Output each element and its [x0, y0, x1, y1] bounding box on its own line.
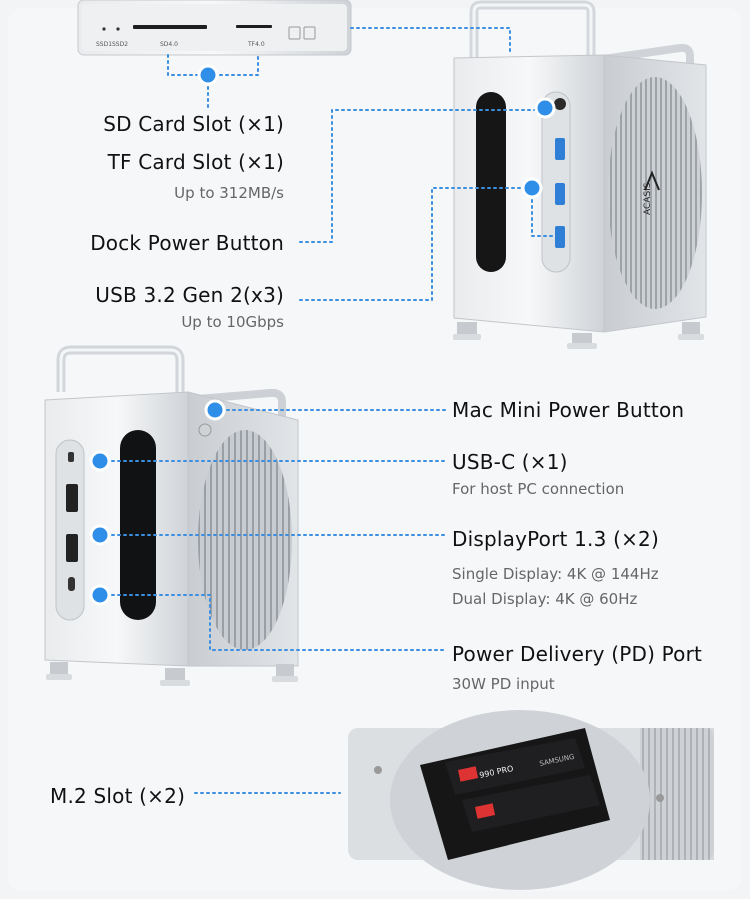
displayport-single-note: Single Display: 4K @ 144Hz [452, 565, 659, 583]
slot-label-ssd1: SSD1 [96, 41, 112, 48]
sd-card-slot-label: SD Card Slot (×1) [103, 112, 284, 136]
usb-c-label: USB-C (×1) [452, 450, 568, 474]
callout-dots [89, 64, 556, 606]
power-delivery-label: Power Delivery (PD) Port [452, 642, 703, 666]
slot-label-ssd2: SSD2 [112, 41, 128, 48]
displayport-dual-note: Dual Display: 4K @ 60Hz [452, 590, 638, 608]
usb-c-note: For host PC connection [452, 480, 625, 498]
m2-slot-label: M.2 Slot (×2) [50, 784, 186, 808]
callout-lines [99, 27, 556, 794]
tf-card-slot-label: TF Card Slot (×1) [107, 150, 284, 174]
usb-speed-note: Up to 10Gbps [181, 313, 284, 331]
slot-label-sd40: SD4.0 [160, 41, 178, 48]
card-speed-note: Up to 312MB/s [174, 184, 284, 202]
card-reader-strip: SSD1 SSD2 SD4.0 TF4.0 [77, 0, 352, 56]
dock-power-button-label: Dock Power Button [90, 231, 284, 255]
power-delivery-note: 30W PD input [452, 675, 555, 693]
enclosure-port-view [44, 345, 299, 686]
enclosure-front-view: ACASIS [453, 0, 707, 349]
usb-32-label: USB 3.2 Gen 2(x3) [95, 283, 284, 307]
m2-slot-photo: 990 PRO SAMSUNG [348, 710, 714, 890]
mac-mini-power-button-label: Mac Mini Power Button [452, 398, 685, 422]
slot-label-tf40: TF4.0 [247, 41, 265, 48]
brand-logo-text: ACASIS [643, 182, 653, 215]
displayport-label: DisplayPort 1.3 (×2) [452, 527, 659, 551]
